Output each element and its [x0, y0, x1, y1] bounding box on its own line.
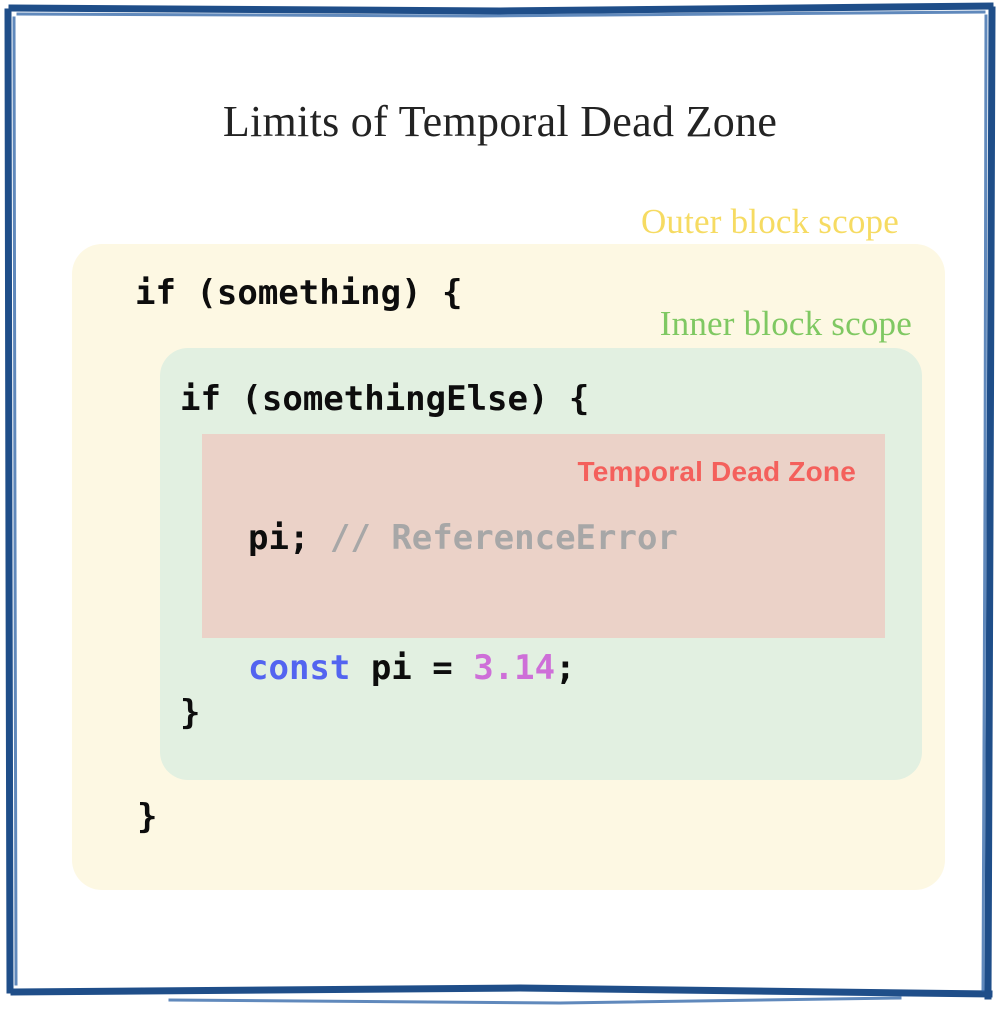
code-line-outer-if: if (something) {	[135, 273, 463, 313]
code-token-comment: // ReferenceError	[329, 518, 678, 558]
code-token-pi: pi;	[248, 518, 310, 558]
code-token-space	[309, 518, 329, 558]
temporal-dead-zone-region: Temporal Dead Zone	[202, 434, 885, 638]
code-token-const-value: 3.14	[473, 648, 556, 688]
code-token-const-keyword: const	[248, 648, 351, 688]
code-token-semicolon: ;	[555, 648, 576, 688]
code-token-const-name: pi =	[350, 648, 474, 688]
inner-block-scope-label: Inner block scope	[659, 304, 912, 343]
code-line-inner-close-brace: }	[180, 693, 201, 733]
code-line-pi-reference: pi; // ReferenceError	[248, 518, 678, 558]
code-line-const-declaration: const pi = 3.14;	[248, 648, 576, 688]
outer-block-scope-label: Outer block scope	[640, 202, 899, 241]
code-line-inner-if: if (somethingElse) {	[180, 379, 590, 419]
code-line-outer-close-brace: }	[137, 797, 158, 837]
page-title: Limits of Temporal Dead Zone	[222, 97, 778, 146]
temporal-dead-zone-label: Temporal Dead Zone	[577, 456, 856, 487]
